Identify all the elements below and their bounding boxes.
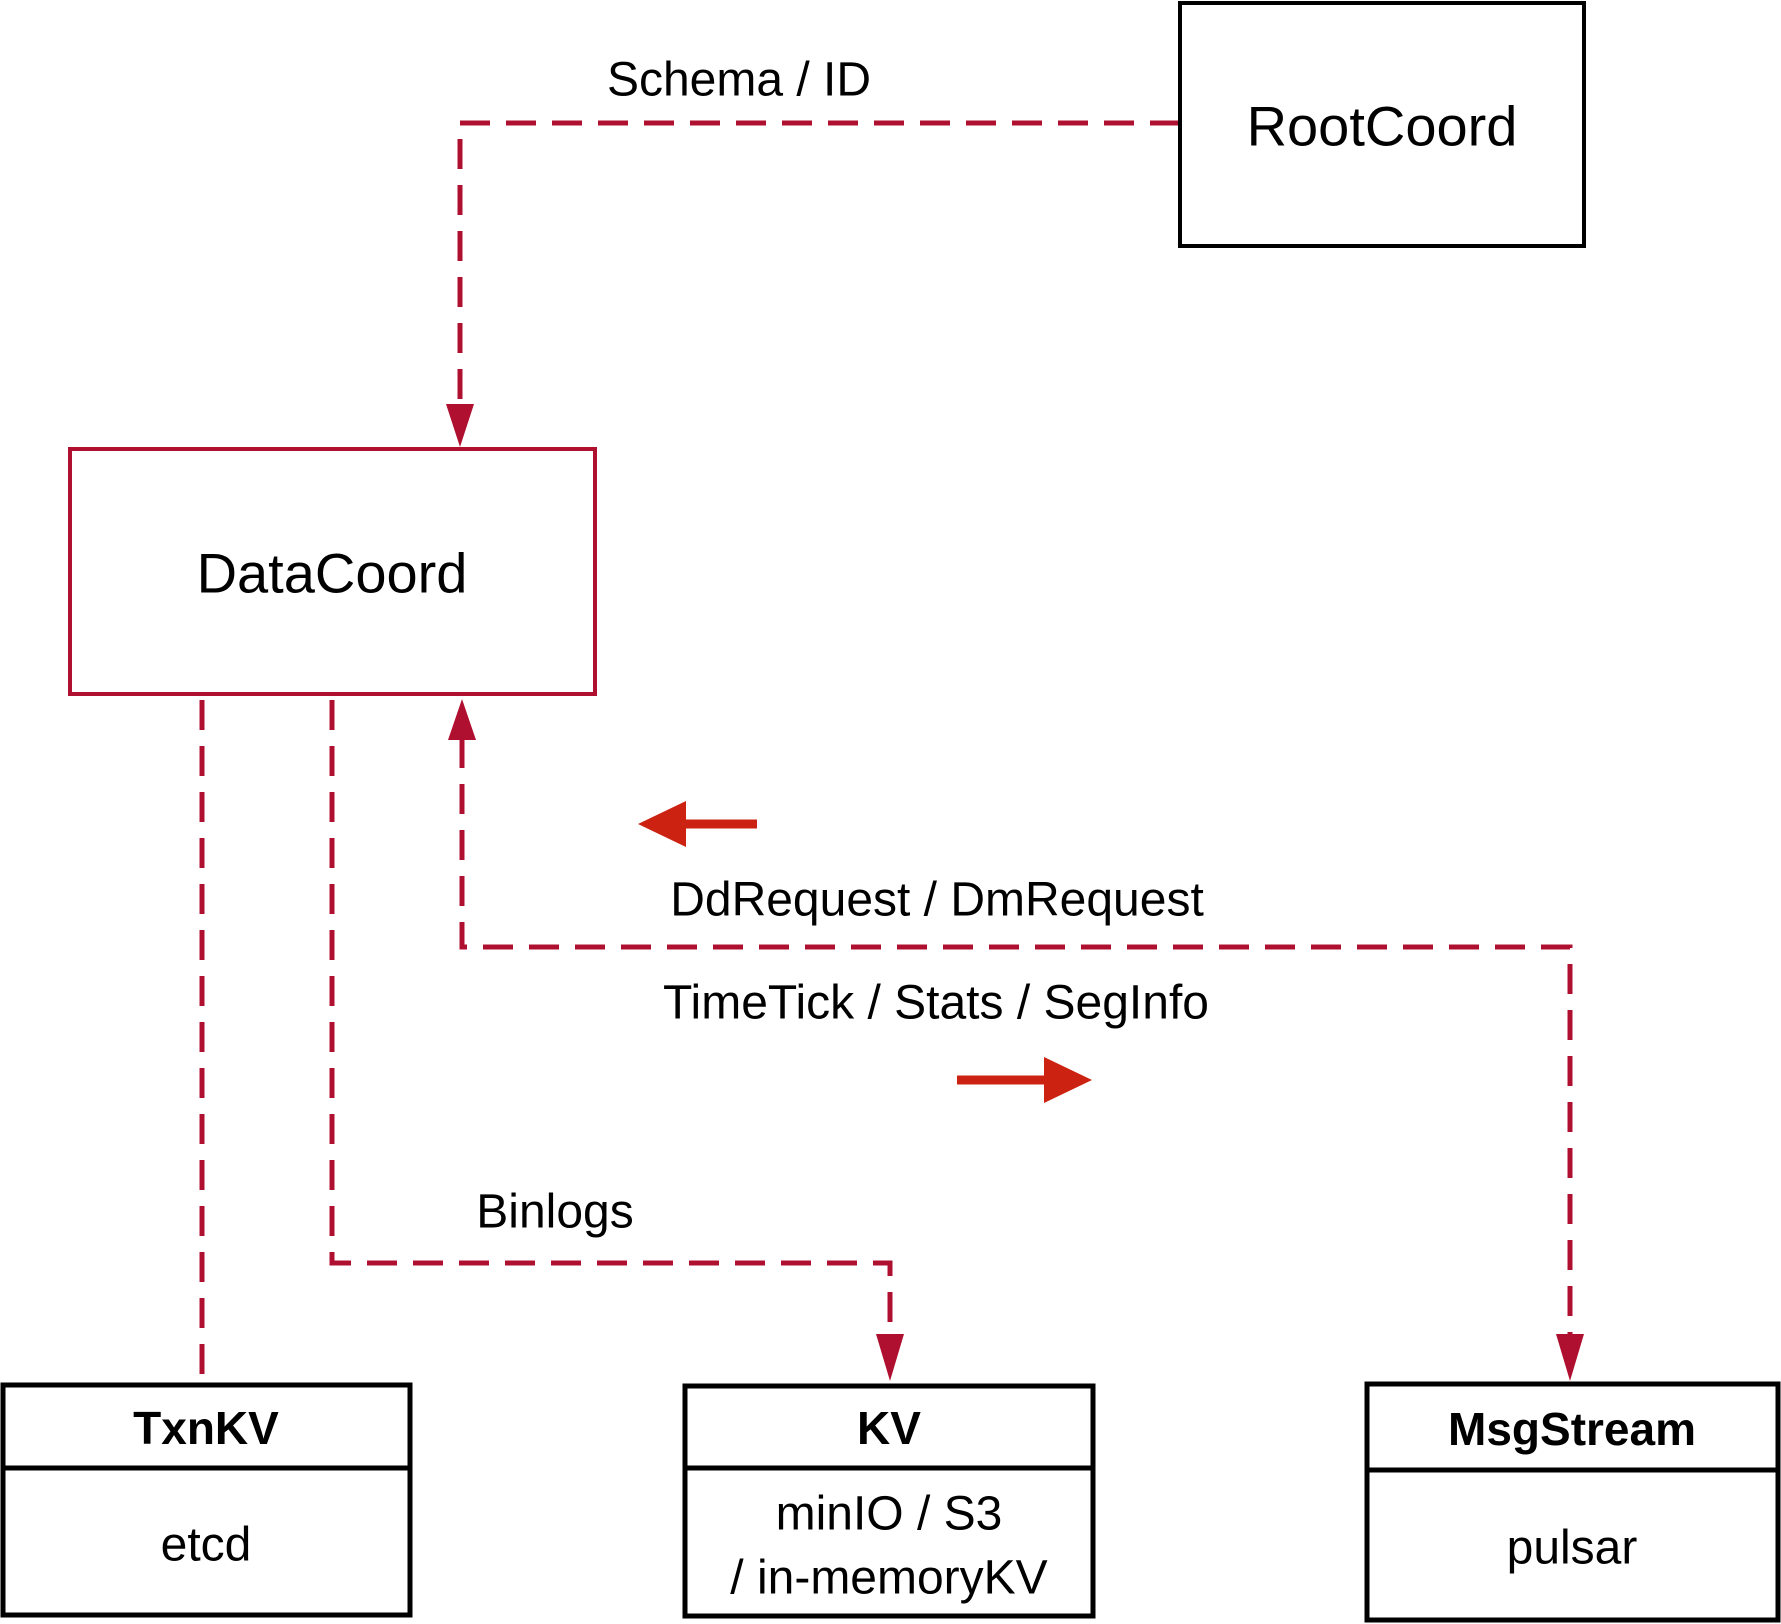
- solid-left-arrow-icon: [638, 801, 757, 847]
- msgstream-body: pulsar: [1507, 1522, 1638, 1575]
- node-txnkv: TxnKV etcd: [0, 1382, 413, 1618]
- edge-msgstream-datacoord-bus: [459, 738, 1573, 1336]
- node-msgstream: MsgStream pulsar: [1364, 1381, 1781, 1623]
- rootcoord-box: [1178, 1, 1586, 248]
- txnkv-body: etcd: [161, 1519, 252, 1572]
- node-rootcoord: RootCoord: [1178, 1, 1586, 248]
- datacoord-box: [68, 447, 597, 696]
- left-arrowhead-icon: [638, 801, 686, 847]
- down-arrowhead-icon: [876, 1334, 904, 1381]
- edge-rootcoord-to-datacoord: [457, 120, 1180, 406]
- up-arrowhead-icon: [448, 699, 476, 740]
- kv-title: KV: [857, 1402, 921, 1454]
- kv-body-line1: minIO / S3: [776, 1488, 1003, 1541]
- down-arrowhead-icon: [1556, 1334, 1584, 1381]
- edge-label-ddrequest-dmrequest: DdRequest / DmRequest: [670, 874, 1204, 927]
- txnkv-box: [0, 1382, 413, 1618]
- txnkv-title: TxnKV: [133, 1402, 279, 1454]
- right-arrowhead-icon: [1044, 1057, 1092, 1103]
- node-datacoord: DataCoord: [68, 447, 597, 696]
- edge-label-schema-id: Schema / ID: [607, 54, 871, 107]
- msgstream-title: MsgStream: [1448, 1403, 1696, 1455]
- rootcoord-label: RootCoord: [1247, 95, 1518, 158]
- edge-label-binlogs: Binlogs: [476, 1186, 633, 1239]
- edge-datacoord-to-kv-binlogs: [329, 700, 893, 1336]
- node-kv: KV minIO / S3 / in-memoryKV: [682, 1383, 1096, 1619]
- msgstream-box: [1364, 1381, 1781, 1623]
- solid-right-arrow-icon: [957, 1057, 1092, 1103]
- datacoord-label: DataCoord: [197, 542, 468, 605]
- down-arrowhead-icon: [446, 404, 474, 447]
- kv-box: [682, 1383, 1096, 1619]
- edge-label-timetick-stats-seginfo: TimeTick / Stats / SegInfo: [663, 977, 1209, 1030]
- kv-body-line2: / in-memoryKV: [730, 1552, 1047, 1605]
